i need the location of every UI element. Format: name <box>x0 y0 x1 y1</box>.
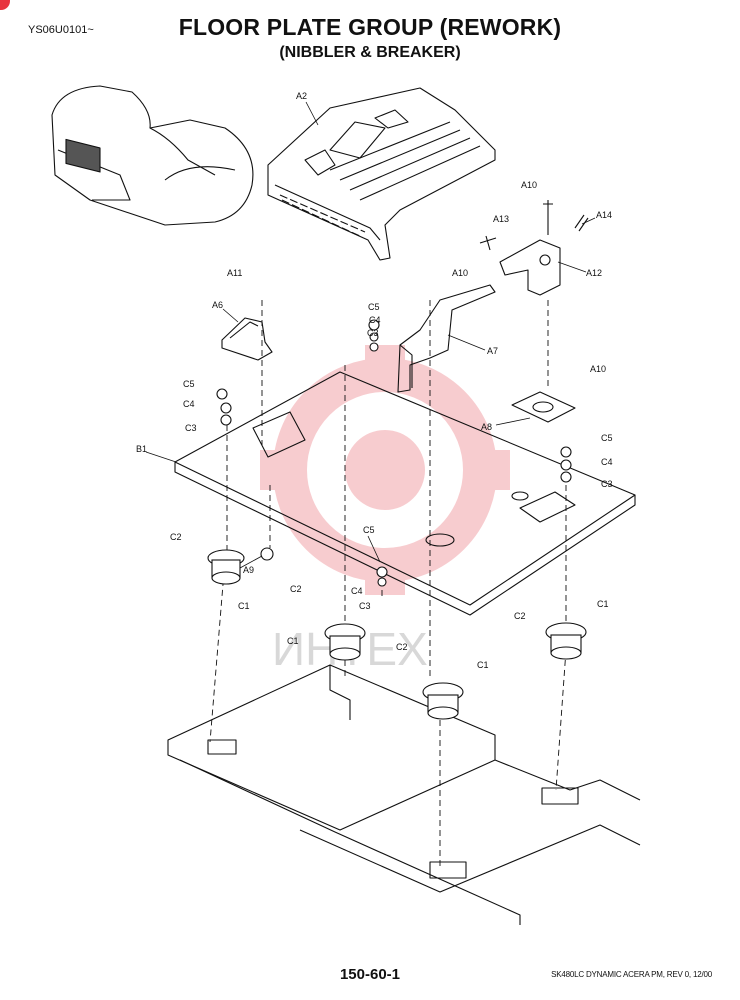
label-c2-right: C2 <box>514 611 526 621</box>
part-labels: A2 A6 A7 A8 A9 A10 A10 A10 A11 A12 A13 A… <box>136 91 613 670</box>
serial-number: YS06U0101~ <box>28 24 94 36</box>
label-a14: A14 <box>596 210 612 220</box>
label-c2-mid: C2 <box>290 584 302 594</box>
label-c3-top: C3 <box>367 328 379 338</box>
label-c5-top: C5 <box>368 302 380 312</box>
floor-mat-a2 <box>267 87 496 261</box>
label-a2: A2 <box>296 91 307 101</box>
label-a9: A9 <box>243 565 254 575</box>
label-a13: A13 <box>493 214 509 224</box>
label-c1-center: C1 <box>477 660 489 670</box>
floor-plate-b1 <box>174 371 636 616</box>
label-a10-top: A10 <box>521 180 537 190</box>
rubber-mounts <box>207 319 587 720</box>
bracket-a7 <box>397 284 496 393</box>
page-subtitle: (NIBBLER & BREAKER) <box>279 44 461 61</box>
label-a11: A11 <box>227 268 242 278</box>
label-a8: A8 <box>481 422 492 432</box>
label-c4-bottom: C4 <box>351 586 363 596</box>
callout-lines <box>145 101 596 569</box>
pedal-a6 <box>221 317 273 361</box>
label-c5-left: C5 <box>183 379 195 389</box>
label-c2-left: C2 <box>170 532 182 542</box>
operator-seat <box>51 85 254 226</box>
label-c3-right: C3 <box>601 479 613 489</box>
mount-mid <box>324 623 366 661</box>
label-c5-right: C5 <box>601 433 613 443</box>
page-number: 150-60-1 <box>339 966 401 983</box>
label-c3-bottom: C3 <box>359 601 371 611</box>
label-a12: A12 <box>586 268 602 278</box>
label-c1-left: C1 <box>238 601 250 611</box>
corner-marker <box>0 0 10 10</box>
label-c4-right: C4 <box>601 457 613 467</box>
label-c5-bottom: C5 <box>363 525 375 535</box>
label-c1-mid: C1 <box>287 636 299 646</box>
label-c4-left: C4 <box>183 399 195 409</box>
label-c3-left: C3 <box>185 423 197 433</box>
label-c4-top: C4 <box>369 315 381 325</box>
label-a7: A7 <box>487 346 498 356</box>
mount-center <box>422 682 464 720</box>
label-c1-right: C1 <box>597 599 609 609</box>
upper-frame <box>167 664 641 925</box>
label-a10-mid: A10 <box>452 268 468 278</box>
bracket-a12 <box>479 200 589 296</box>
page-title: FLOOR PLATE GROUP (REWORK) <box>178 14 562 40</box>
footer-note: SK480LC DYNAMIC ACERA PM, REV 0, 12/00 <box>551 970 712 979</box>
mount-right <box>545 622 587 660</box>
label-c2-center: C2 <box>396 642 408 652</box>
label-a6: A6 <box>212 300 223 310</box>
mount-left <box>207 549 245 585</box>
label-a10-right: A10 <box>590 364 606 374</box>
watermark-gear <box>260 345 510 595</box>
plate-a8 <box>511 391 576 423</box>
label-b1: B1 <box>136 444 147 454</box>
